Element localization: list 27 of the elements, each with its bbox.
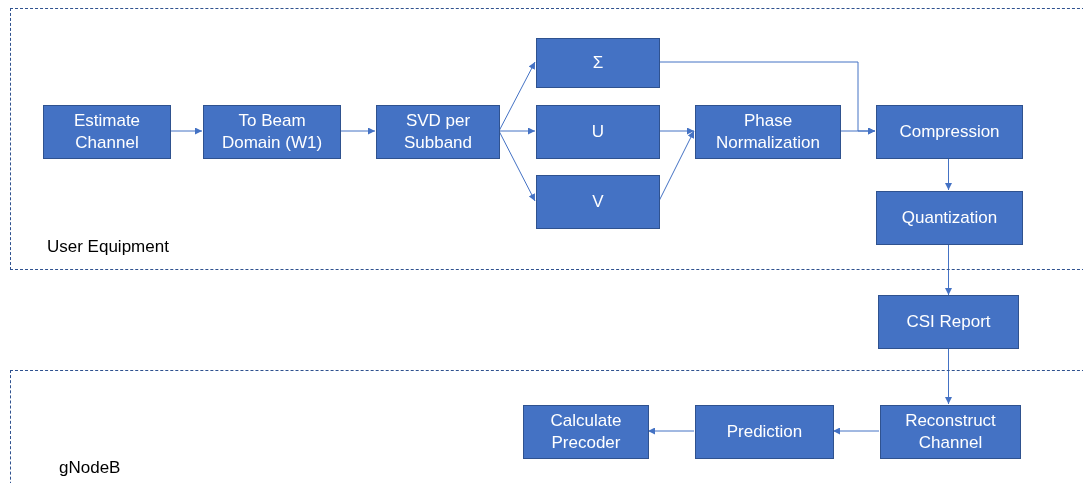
arrow <box>945 348 952 405</box>
process-box: Compression <box>876 105 1023 159</box>
arrow <box>945 243 952 296</box>
dashed-region <box>10 370 1083 483</box>
arrow <box>339 127 376 135</box>
arrow <box>169 127 203 135</box>
process-box: Phase Normalization <box>695 105 841 159</box>
process-box: CSI Report <box>878 295 1019 349</box>
process-box: V <box>536 175 660 229</box>
dashed-region <box>10 8 1083 270</box>
process-box: Prediction <box>695 405 834 459</box>
arrow <box>832 427 880 435</box>
process-box: Calculate Precoder <box>523 405 649 459</box>
process-box: To Beam Domain (W1) <box>203 105 341 159</box>
arrow <box>498 127 536 135</box>
region-label: gNodeB <box>59 458 121 478</box>
region-label: User Equipment <box>47 237 169 257</box>
arrow <box>945 157 952 191</box>
arrow <box>658 127 695 135</box>
process-box: SVD per Subband <box>376 105 500 159</box>
arrow <box>647 427 695 435</box>
process-box: U <box>536 105 660 159</box>
process-box: Σ <box>536 38 660 88</box>
arrow <box>839 127 876 135</box>
process-box: Quantization <box>876 191 1023 245</box>
process-box: Reconstruct Channel <box>880 405 1021 459</box>
process-box: Estimate Channel <box>43 105 171 159</box>
